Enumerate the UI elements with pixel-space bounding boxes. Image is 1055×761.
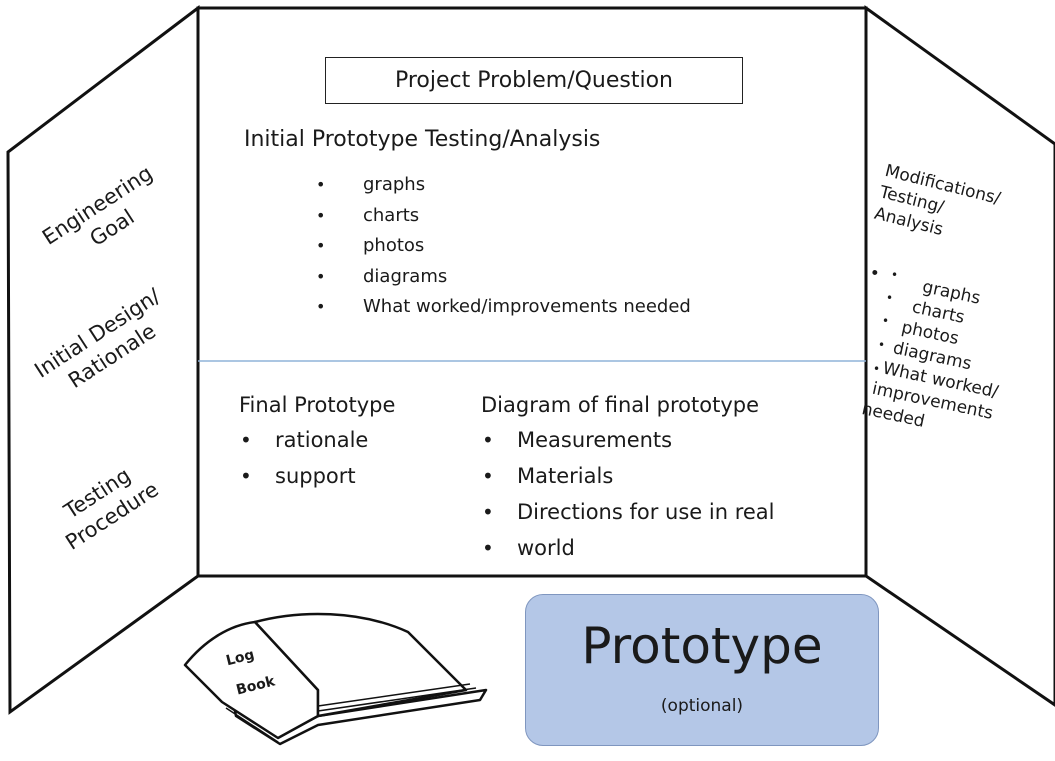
bullet-dot: • [886, 291, 894, 305]
prototype-box: Prototype (optional) [525, 594, 879, 746]
prototype-title: Prototype [581, 617, 823, 675]
list-item: Directions for use in real [481, 494, 775, 530]
project-question-box: Project Problem/Question [325, 57, 743, 104]
list-item: support [239, 458, 368, 494]
final-prototype-list: rationale support [239, 422, 368, 494]
list-item: What worked/improvements needed [246, 292, 691, 323]
project-question-label: Project Problem/Question [394, 68, 674, 93]
diagram-list: Measurements Materials Directions for us… [481, 422, 775, 566]
bullet-dot: • [873, 362, 881, 376]
list-item-continuation: world [481, 530, 775, 566]
list-item: photos [246, 231, 691, 262]
list-item: rationale [239, 422, 368, 458]
testing-heading: Initial Prototype Testing/Analysis [244, 127, 601, 152]
list-item: Materials [481, 458, 775, 494]
list-item: Measurements [481, 422, 775, 458]
final-prototype-heading: Final Prototype [239, 393, 396, 417]
list-item: diagrams [246, 262, 691, 293]
log-book-illustration [183, 612, 488, 746]
diagram-heading: Diagram of final prototype [481, 393, 760, 417]
prototype-subtitle: (optional) [660, 696, 744, 716]
list-item: charts [246, 201, 691, 232]
testing-list: graphs charts photos diagrams What worke… [246, 170, 691, 323]
bullet-dot: • [878, 338, 886, 352]
bullet-dot: • [891, 268, 899, 282]
bullet-dot: • [882, 314, 890, 328]
list-item: graphs [246, 170, 691, 201]
